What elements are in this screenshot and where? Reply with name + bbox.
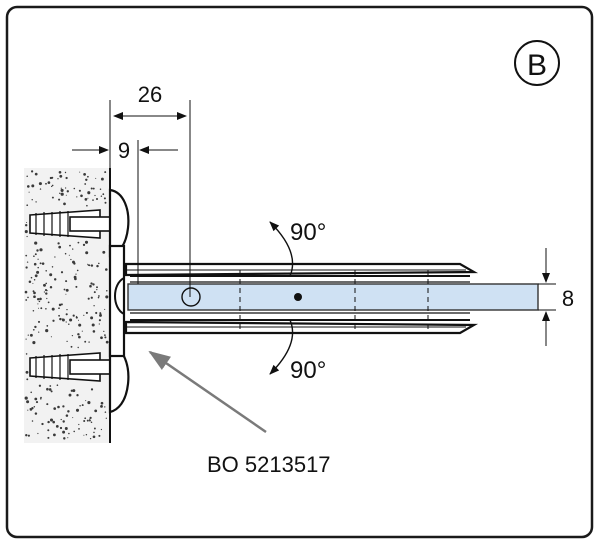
wall xyxy=(24,168,111,443)
clamp-arm-top xyxy=(124,262,479,283)
glass-pane xyxy=(127,283,539,311)
base-plate xyxy=(108,188,130,414)
dimension-8-label: 8 xyxy=(562,286,574,311)
wall-anchor-top xyxy=(29,209,111,239)
wall-speckles xyxy=(24,170,109,440)
clamp-arm-bottom xyxy=(124,312,479,335)
dimension-8: 8 xyxy=(538,248,574,346)
badge-b: B xyxy=(514,40,560,86)
pivot-point xyxy=(294,293,302,301)
leader-arrow xyxy=(148,350,267,434)
hidden-lines xyxy=(239,270,429,330)
rotation-down-label: 90° xyxy=(290,357,326,384)
dimension-9-label: 9 xyxy=(118,138,130,163)
dimension-26: 26 xyxy=(109,82,191,297)
rotation-up-label: 90° xyxy=(290,219,326,246)
badge-letter: B xyxy=(527,49,547,82)
rotation-arrow-up: 90° xyxy=(269,219,326,277)
drawing-frame xyxy=(5,5,594,539)
dimension-26-label: 26 xyxy=(138,82,162,107)
dimension-9: 9 xyxy=(72,138,178,284)
bolt-hole xyxy=(181,287,201,307)
part-number-label: BO 5213517 xyxy=(207,452,331,477)
wall-anchor-bottom xyxy=(29,352,111,382)
rotation-arrow-down: 90° xyxy=(269,319,326,384)
